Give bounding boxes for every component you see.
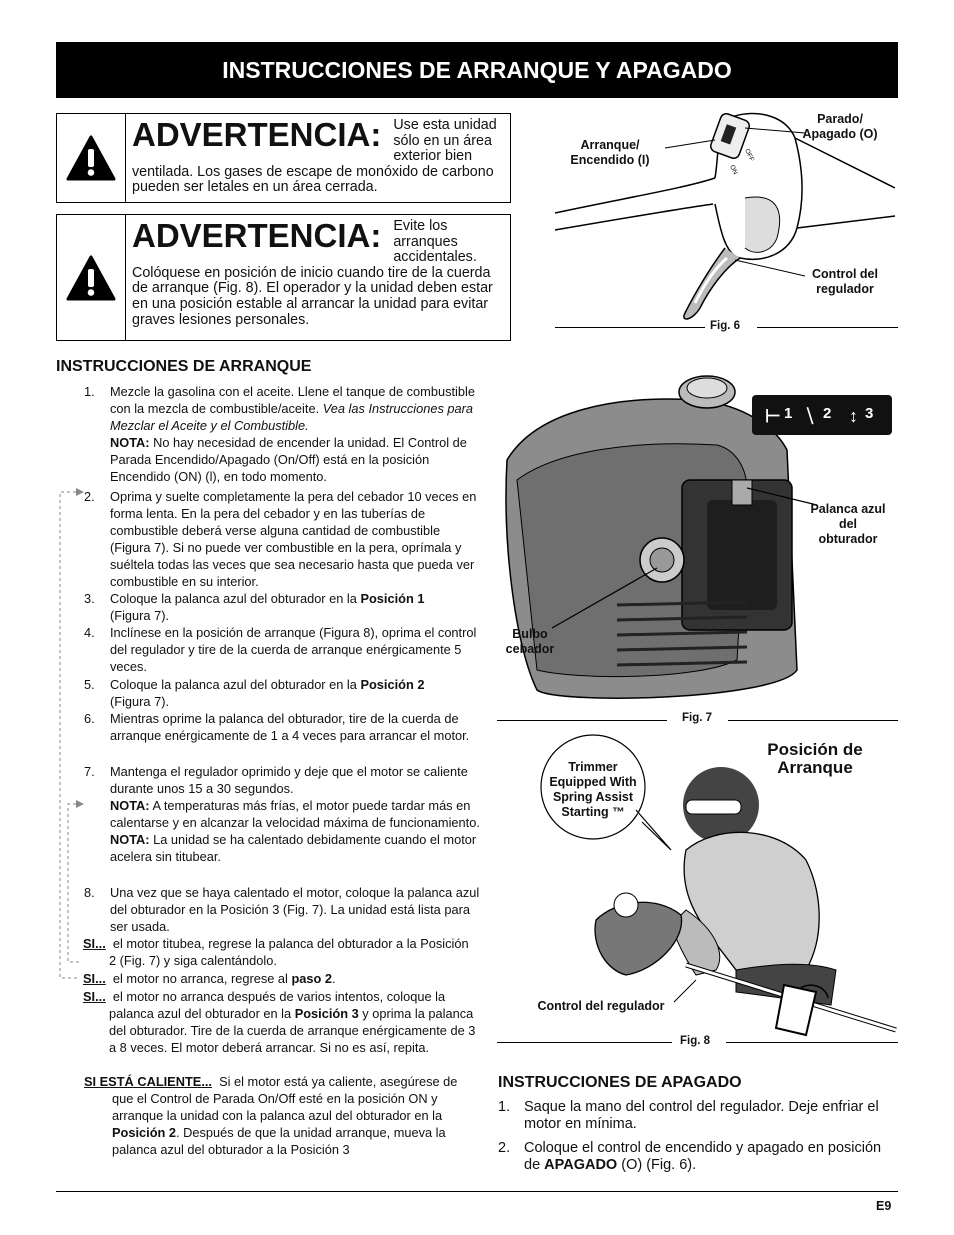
- warning-title: ADVERTENCIA:: [132, 116, 382, 153]
- fig8-caption: Fig. 8: [680, 1035, 711, 1047]
- shutdown-instructions-heading: INSTRUCCIONES DE APAGADO: [498, 1074, 742, 1091]
- fig8-bubble-text: Trimmer Equipped With Spring Assist Star…: [549, 760, 637, 819]
- warning-icon: [57, 215, 126, 340]
- page-number: E9: [876, 1199, 892, 1213]
- warning-title: ADVERTENCIA:: [132, 217, 382, 254]
- svg-text:↕: ↕: [849, 406, 858, 426]
- loop-back-arrows: [59, 488, 84, 979]
- fig8-rule-left: [497, 1042, 672, 1043]
- warning-icon: [57, 114, 126, 202]
- fig7-caption: Fig. 7: [682, 712, 713, 724]
- fig7-label-bulb: Bulbo cebador: [505, 627, 555, 656]
- warning-box-accidental-start: ADVERTENCIA: Evite los arranques acciden…: [56, 214, 511, 341]
- footer-rule: [56, 1191, 898, 1192]
- if-item: SI... el motor no arranca, regrese al pa…: [83, 971, 336, 986]
- fig7-rule-right: [728, 720, 898, 721]
- fig8-label-throttle: Control del regulador: [537, 999, 665, 1013]
- fig6-throttle-illustration: ON OFF: [554, 112, 896, 320]
- warning-box-ventilation: ADVERTENCIA: Use esta unidad sólo en un …: [56, 113, 511, 203]
- page-banner-title: INSTRUCCIONES DE ARRANQUE Y APAGADO: [56, 42, 898, 98]
- choke-position-1: 1: [784, 405, 792, 422]
- fig8-starting-position-illustration: [540, 734, 897, 1037]
- warning-body: accidentales. Colóquese en posición de i…: [132, 249, 493, 328]
- start-steps-list: 1. Mezcle la gasolina con el aceite. Lle…: [83, 384, 480, 1157]
- if-item: SI... el motor titubea, regrese la palan…: [83, 936, 469, 968]
- start-instructions-heading: INSTRUCCIONES DE ARRANQUE: [56, 358, 312, 375]
- svg-text:⧹: ⧹: [806, 406, 814, 426]
- if-item: SI... el motor no arranca después de var…: [83, 989, 476, 1055]
- warning-body: exterior bien ventilada. Los gases de es…: [132, 148, 494, 196]
- fig6-caption: Fig. 6: [710, 320, 741, 332]
- choke-position-3: 3: [865, 405, 873, 422]
- fig8-rule-right: [726, 1042, 898, 1043]
- fig6-label-start: Arranque/ Encendido (I): [570, 138, 650, 167]
- warning-lead: Use esta unidad sólo en un área: [393, 117, 497, 149]
- fig8-title: Posición de Arranque: [767, 740, 863, 777]
- off-label: OFF: [743, 148, 755, 163]
- fig7-engine-illustration: ⊢ 1 ⧹ 2 ↕ 3: [505, 375, 892, 699]
- fig6-label-throttle: Control del regulador: [812, 267, 878, 296]
- choke-position-2: 2: [823, 405, 831, 422]
- shutdown-steps-list: 1. Saque la mano del control del regulad…: [498, 1099, 882, 1173]
- if-hot-item: SI ESTÁ CALIENTE... Si el motor está ya …: [84, 1074, 458, 1157]
- fig6-label-stop: Parado/ Apagado (O): [802, 112, 878, 141]
- svg-text:⊢: ⊢: [765, 406, 781, 426]
- fig6-rule-left: [555, 327, 705, 328]
- on-label: ON: [728, 164, 739, 176]
- fig7-rule-left: [497, 720, 667, 721]
- warning-lead: Evite los arranques: [393, 218, 458, 250]
- fig6-rule-right: [757, 327, 898, 328]
- fig7-label-choke: Palanca azul del obturador: [810, 502, 886, 546]
